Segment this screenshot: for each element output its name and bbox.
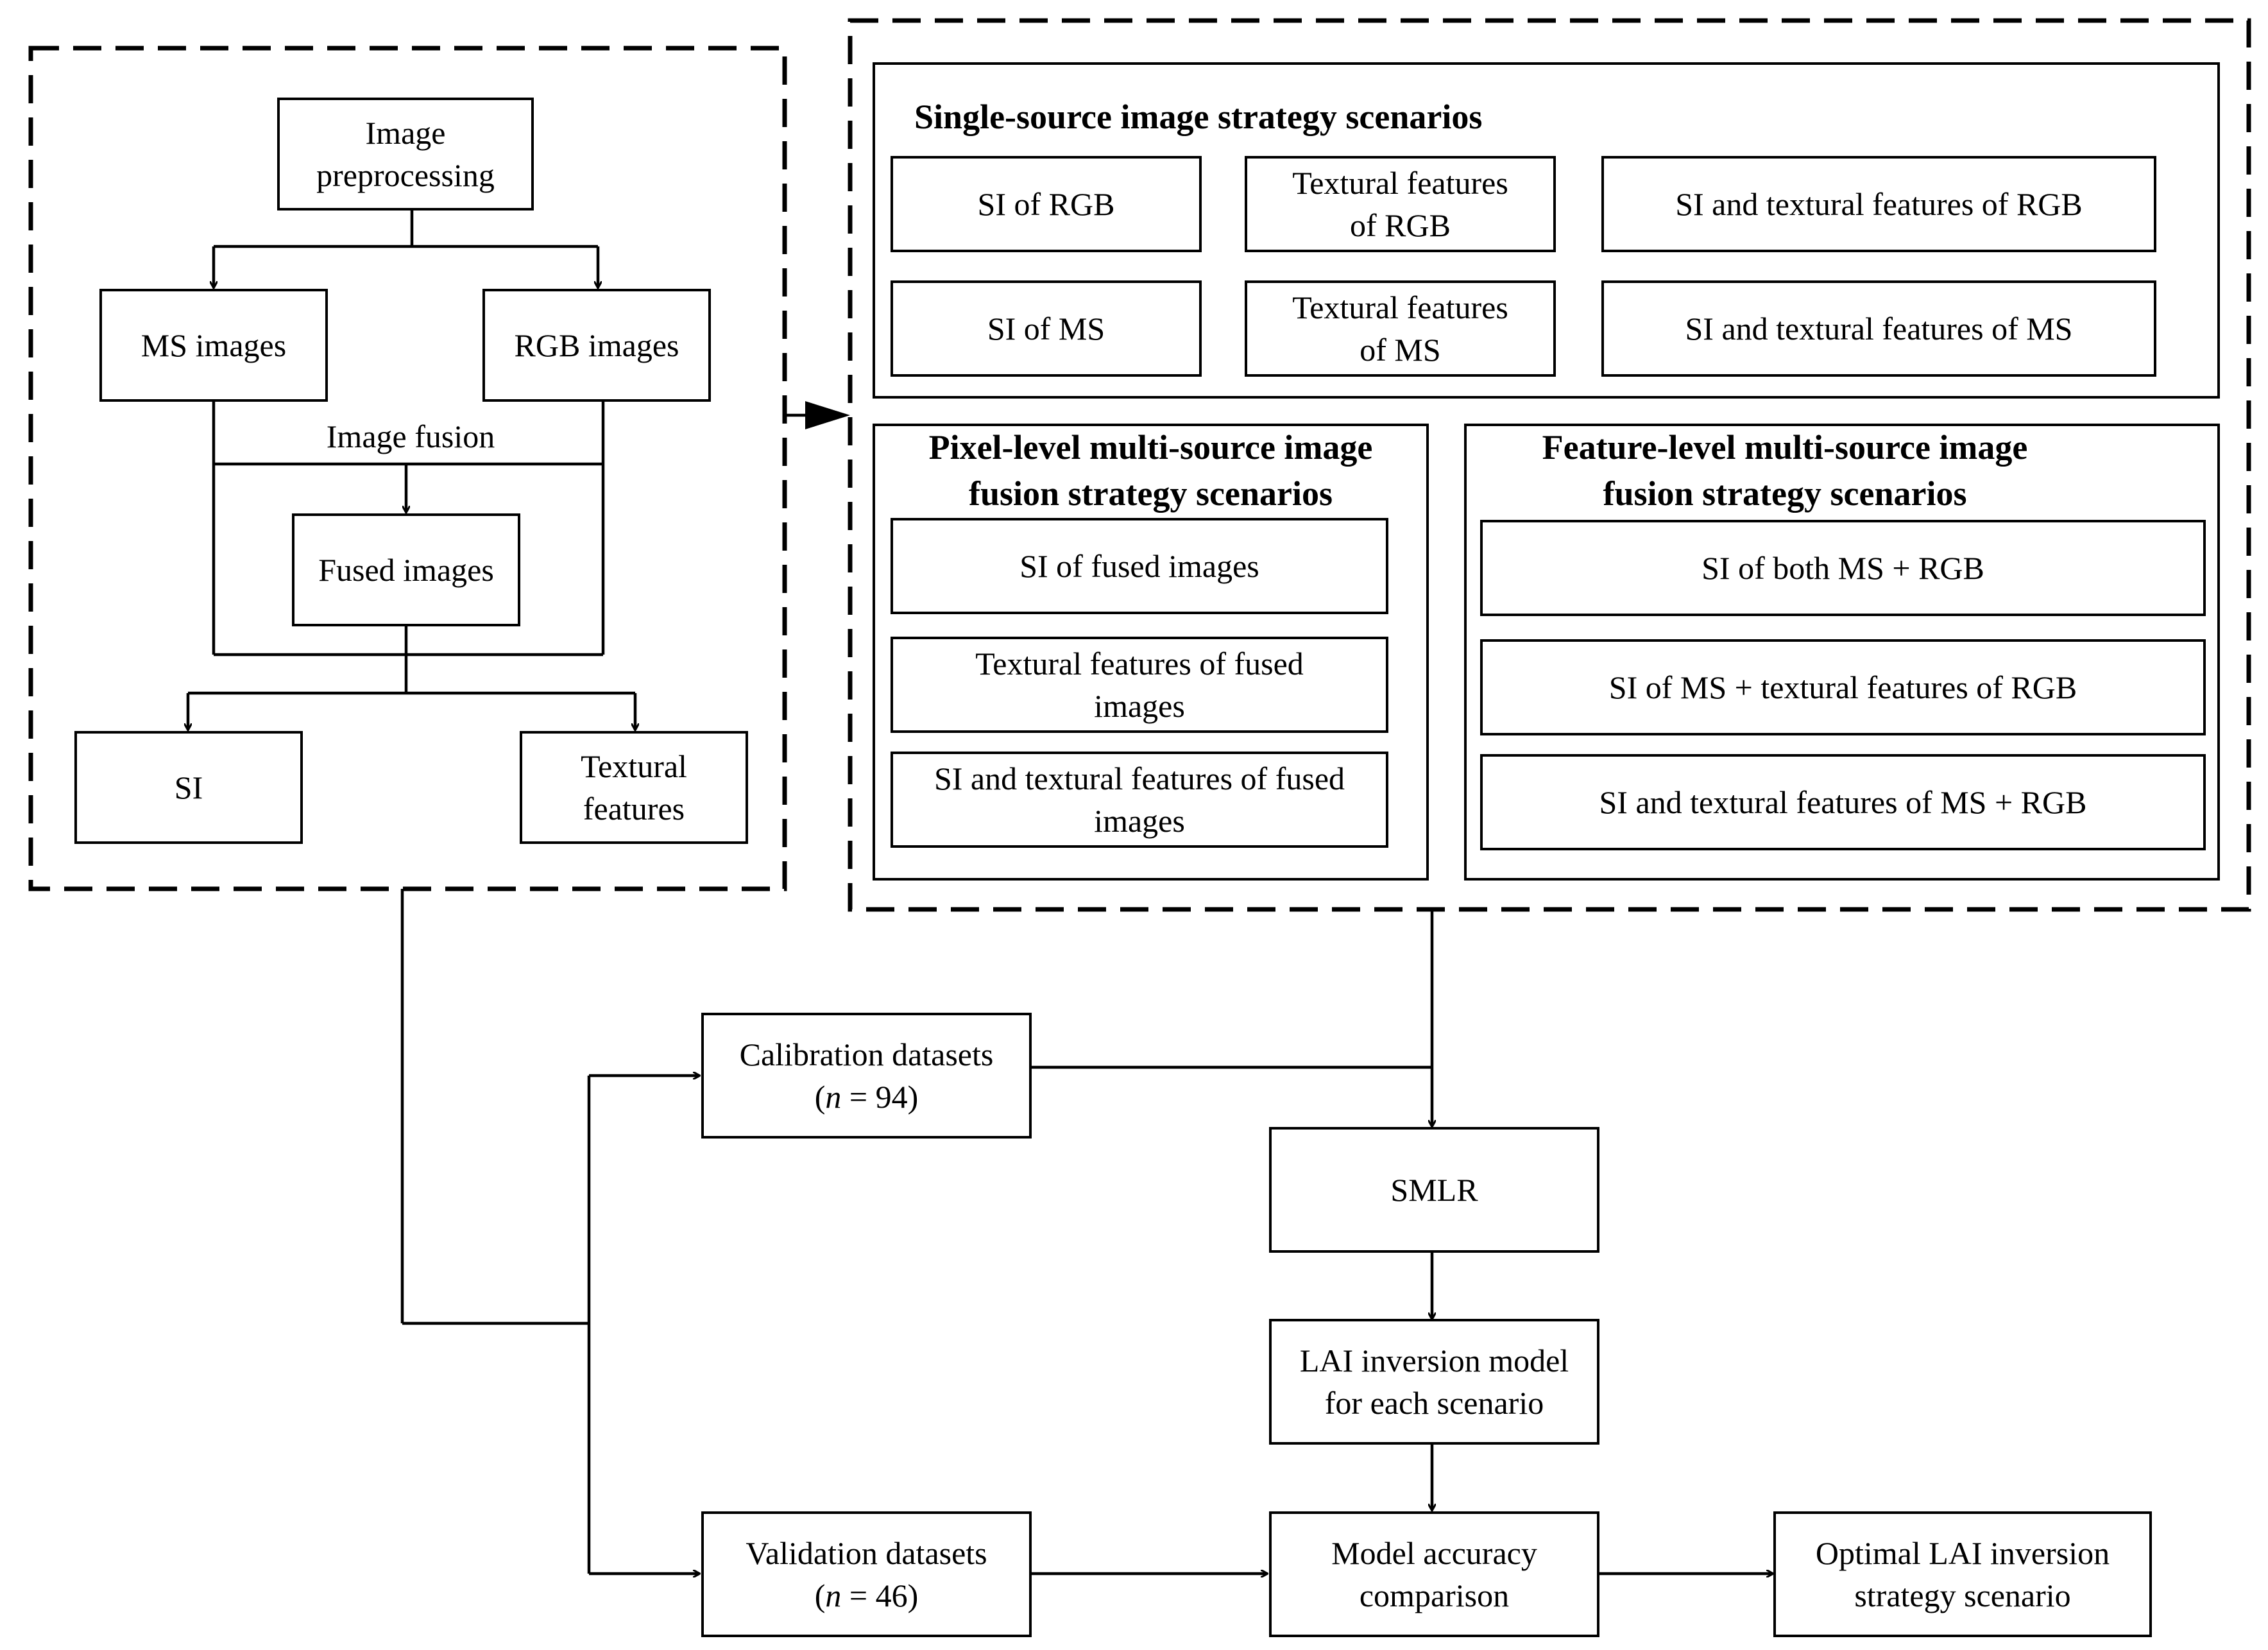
textural-of-ms-box: Textural features of MS bbox=[1245, 280, 1556, 377]
si-of-ms-box: SI of MS bbox=[891, 280, 1202, 377]
si-textural-ms-rgb-box: SI and textural features of MS + RGB bbox=[1480, 754, 2206, 850]
si-textural-of-ms-box: SI and textural features of MS bbox=[1601, 280, 2156, 377]
model-accuracy-box: Model accuracy comparison bbox=[1269, 1511, 1599, 1637]
lai-inversion-model-box: LAI inversion model for each scenario bbox=[1269, 1319, 1599, 1445]
calibration-datasets-label: Calibration datasets bbox=[739, 1036, 994, 1072]
validation-datasets-box: Validation datasets (n = 46) bbox=[701, 1511, 1032, 1637]
feature-level-frame bbox=[1464, 424, 2220, 881]
textural-of-rgb-box: Textural features of RGB bbox=[1245, 156, 1556, 252]
si-of-fused-box: SI of fused images bbox=[891, 518, 1388, 614]
validation-datasets-label: Validation datasets bbox=[746, 1535, 987, 1571]
image-fusion-label: Image fusion bbox=[326, 418, 495, 454]
si-of-both-box: SI of both MS + RGB bbox=[1480, 520, 2206, 616]
si-ms-textural-rgb-box: SI of MS + textural features of RGB bbox=[1480, 639, 2206, 735]
calibration-n-label: (n = 94) bbox=[814, 1079, 919, 1115]
link-arrowhead bbox=[805, 401, 850, 429]
si-box: SI bbox=[74, 731, 303, 844]
image-preprocessing-box: Image preprocessing bbox=[277, 98, 534, 211]
si-textural-of-rgb-box: SI and textural features of RGB bbox=[1601, 156, 2156, 252]
feature-level-heading: Feature-level multi-source image fusion … bbox=[1542, 428, 2028, 513]
pixel-level-frame bbox=[873, 424, 1429, 881]
ms-images-box: MS images bbox=[99, 289, 328, 402]
single-source-frame bbox=[873, 62, 2220, 399]
calibration-datasets-box: Calibration datasets (n = 94) bbox=[701, 1013, 1032, 1139]
rgb-images-box: RGB images bbox=[482, 289, 711, 402]
scenarios-dashed-frame bbox=[848, 18, 2251, 912]
single-source-heading: Single-source image strategy scenarios bbox=[914, 98, 1483, 136]
pixel-level-heading: Pixel-level multi-source image fusion st… bbox=[928, 428, 1373, 513]
optimal-strategy-box: Optimal LAI inversion strategy scenario bbox=[1773, 1511, 2152, 1637]
smlr-box: SMLR bbox=[1269, 1127, 1599, 1253]
validation-n-label: (n = 46) bbox=[814, 1577, 919, 1613]
textural-features-box: Textural features bbox=[520, 731, 748, 844]
si-of-rgb-box: SI of RGB bbox=[891, 156, 1202, 252]
textural-of-fused-box: Textural features of fused images bbox=[891, 637, 1388, 733]
si-textural-of-fused-box: SI and textural features of fused images bbox=[891, 752, 1388, 848]
preprocessing-dashed-frame bbox=[28, 46, 787, 891]
fused-images-box: Fused images bbox=[292, 513, 520, 626]
